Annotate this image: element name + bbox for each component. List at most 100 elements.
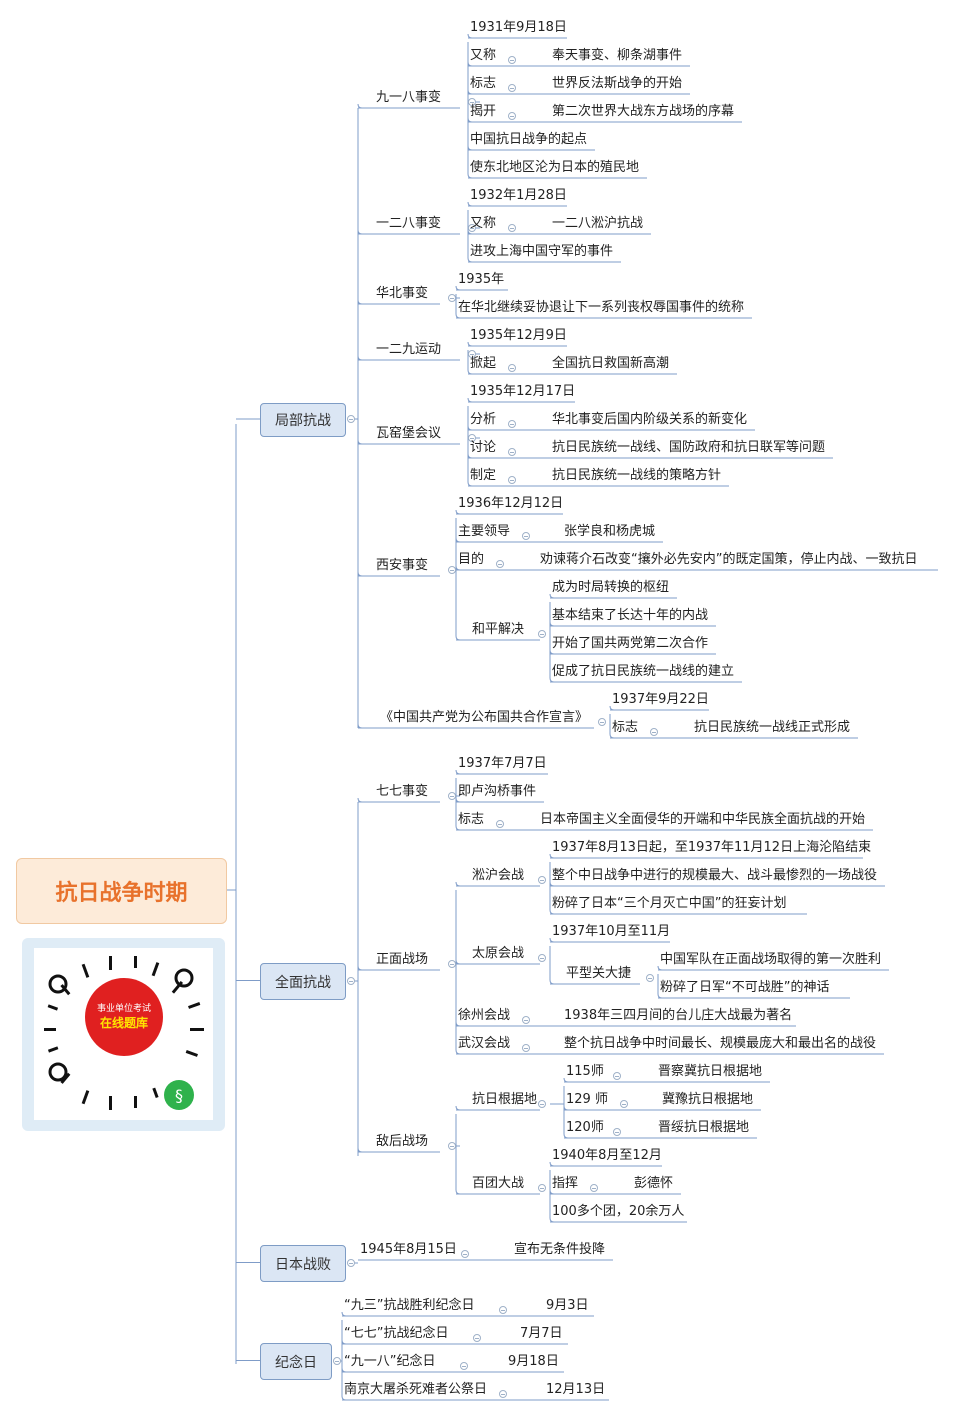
topic-jbs2_a_v[interactable]: 一二八淞沪抗战 <box>552 216 644 231</box>
collapse-toggle-icon[interactable] <box>333 1356 341 1365</box>
topic-jbs5[interactable]: 瓦窑堡会议 <box>376 426 442 441</box>
topic-jbs5_date[interactable]: 1935年12月17日 <box>470 384 576 399</box>
topic-jbs7_a_v[interactable]: 抗日民族统一战线正式形成 <box>694 720 851 735</box>
collapse-toggle-icon[interactable] <box>496 560 504 568</box>
topic-jbs6_a_v[interactable]: 张学良和杨虎城 <box>564 524 656 539</box>
topic-qm3_a_1_k[interactable]: 115师 <box>566 1064 604 1079</box>
collapse-toggle-icon[interactable] <box>538 1100 546 1108</box>
topic-jbs4_a_v[interactable]: 全国抗日救国新高潮 <box>552 356 670 371</box>
collapse-toggle-icon[interactable] <box>508 420 516 428</box>
topic-jbs1_a_v[interactable]: 奉天事变、柳条湖事件 <box>552 48 683 63</box>
collapse-toggle-icon[interactable] <box>590 1184 598 1192</box>
topic-qm2[interactable]: 正面战场 <box>376 952 429 967</box>
topic-rb_k[interactable]: 1945年8月15日 <box>360 1242 457 1257</box>
topic-qm3_b_3[interactable]: 100多个团，20余万人 <box>552 1204 685 1219</box>
topic-jbs6_b_k[interactable]: 目的 <box>458 552 485 567</box>
branch-memorial-days[interactable]: 纪念日 <box>260 1343 332 1380</box>
topic-rb_v[interactable]: 宣布无条件投降 <box>514 1242 606 1257</box>
topic-jn3_k[interactable]: “九一八”纪念日 <box>344 1354 436 1369</box>
topic-jbs6_c_4[interactable]: 促成了抗日民族统一战线的建立 <box>552 664 735 679</box>
topic-qm2_a_1[interactable]: 1937年8月13日起，至1937年11月12日上海沦陷结束 <box>552 840 872 855</box>
topic-jbs2[interactable]: 一二八事变 <box>376 216 442 231</box>
collapse-toggle-icon[interactable] <box>508 56 516 64</box>
topic-qm2_a_3[interactable]: 粉碎了日本“三个月灭亡中国”的狂妄计划 <box>552 896 787 911</box>
topic-qm3_b[interactable]: 百团大战 <box>472 1176 525 1191</box>
collapse-toggle-icon[interactable] <box>468 224 476 232</box>
topic-jbs6_c_1[interactable]: 成为时局转换的枢纽 <box>552 580 670 595</box>
topic-jbs3_a[interactable]: 在华北继续妥协退让下一系列丧权辱国事件的统称 <box>458 300 745 315</box>
topic-jbs1_b_k[interactable]: 标志 <box>470 76 497 91</box>
topic-jn1_v[interactable]: 9月3日 <box>546 1298 589 1313</box>
collapse-toggle-icon[interactable] <box>347 976 355 985</box>
topic-jbs5_c_k[interactable]: 制定 <box>470 468 497 483</box>
collapse-toggle-icon[interactable] <box>460 1362 468 1370</box>
collapse-toggle-icon[interactable] <box>538 876 546 884</box>
topic-jbs6_a_k[interactable]: 主要领导 <box>458 524 511 539</box>
collapse-toggle-icon[interactable] <box>468 434 476 442</box>
topic-qm2_c_v[interactable]: 1938年三四月间的台儿庄大战最为著名 <box>564 1008 793 1023</box>
topic-qm3_a[interactable]: 抗日根据地 <box>472 1092 538 1107</box>
topic-jbs7[interactable]: 《中国共产党为公布国共合作宣言》 <box>380 710 589 725</box>
collapse-toggle-icon[interactable] <box>499 1390 507 1398</box>
topic-jbs6_c_2[interactable]: 基本结束了长达十年的内战 <box>552 608 709 623</box>
topic-qm1_a[interactable]: 即卢沟桥事件 <box>458 784 537 799</box>
collapse-toggle-icon[interactable] <box>347 415 355 423</box>
collapse-toggle-icon[interactable] <box>538 630 546 638</box>
collapse-toggle-icon[interactable] <box>448 294 456 302</box>
collapse-toggle-icon[interactable] <box>508 84 516 92</box>
collapse-toggle-icon[interactable] <box>646 974 654 982</box>
collapse-toggle-icon[interactable] <box>650 728 658 736</box>
topic-qm3_b_1[interactable]: 1940年8月至12月 <box>552 1148 662 1163</box>
topic-jbs1_e[interactable]: 使东北地区沦为日本的殖民地 <box>470 160 640 175</box>
topic-jn2_v[interactable]: 7月7日 <box>520 1326 563 1341</box>
collapse-toggle-icon[interactable] <box>598 718 606 726</box>
topic-jbs4_date[interactable]: 1935年12月9日 <box>470 328 567 343</box>
branch-total-war[interactable]: 全面抗战 <box>260 963 346 1000</box>
collapse-toggle-icon[interactable] <box>496 820 504 828</box>
branch-local-war[interactable]: 局部抗战 <box>260 403 346 437</box>
collapse-toggle-icon[interactable] <box>448 1142 456 1150</box>
collapse-toggle-icon[interactable] <box>448 566 456 574</box>
topic-jbs4_a_k[interactable]: 掀起 <box>470 356 497 371</box>
collapse-toggle-icon[interactable] <box>468 98 476 106</box>
topic-jbs7_a_k[interactable]: 标志 <box>612 720 639 735</box>
topic-qm1[interactable]: 七七事变 <box>376 784 429 799</box>
topic-qm2_b_2_1[interactable]: 中国军队在正面战场取得的第一次胜利 <box>660 952 882 967</box>
topic-qm3_a_3_v[interactable]: 晋绥抗日根据地 <box>658 1120 750 1135</box>
collapse-toggle-icon[interactable] <box>613 1072 621 1080</box>
topic-jbs5_a_k[interactable]: 分析 <box>470 412 497 427</box>
topic-jn1_k[interactable]: “九三”抗战胜利纪念日 <box>344 1298 475 1313</box>
topic-qm2_a[interactable]: 淞沪会战 <box>472 868 525 883</box>
topic-qm3[interactable]: 敌后战场 <box>376 1134 429 1149</box>
topic-qm3_a_3_k[interactable]: 120师 <box>566 1120 604 1135</box>
topic-jbs2_a_k[interactable]: 又称 <box>470 216 497 231</box>
topic-jbs1[interactable]: 九一八事变 <box>376 90 442 105</box>
topic-jbs6[interactable]: 西安事变 <box>376 558 429 573</box>
topic-qm1_b_k[interactable]: 标志 <box>458 812 485 827</box>
topic-jbs3_date[interactable]: 1935年 <box>458 272 505 287</box>
topic-qm1_date[interactable]: 1937年7月7日 <box>458 756 547 771</box>
collapse-toggle-icon[interactable] <box>538 1184 546 1192</box>
topic-jbs5_c_v[interactable]: 抗日民族统一战线的策略方针 <box>552 468 722 483</box>
topic-qm2_b[interactable]: 太原会战 <box>472 946 525 961</box>
topic-jbs6_b_v[interactable]: 劝谏蒋介石改变“攘外必先安内”的既定国策，停止内战、一致抗日 <box>540 552 918 567</box>
collapse-toggle-icon[interactable] <box>522 1044 530 1052</box>
topic-qm1_b_v[interactable]: 日本帝国主义全面侵华的开端和中华民族全面抗战的开始 <box>540 812 866 827</box>
topic-jbs5_b_v[interactable]: 抗日民族统一战线、国防政府和抗日联军等问题 <box>552 440 826 455</box>
topic-qm3_a_2_k[interactable]: 129 师 <box>566 1092 608 1107</box>
topic-jbs6_date[interactable]: 1936年12月12日 <box>458 496 564 511</box>
topic-jbs2_b[interactable]: 进攻上海中国守军的事件 <box>470 244 614 259</box>
root-topic[interactable]: 抗日战争时期 <box>16 858 227 924</box>
topic-qm2_c[interactable]: 徐州会战 <box>458 1008 511 1023</box>
topic-jn4_k[interactable]: 南京大屠杀死难者公祭日 <box>344 1382 488 1397</box>
topic-qm2_d_v[interactable]: 整个抗日战争中时间最长、规模最庞大和最出名的战役 <box>564 1036 877 1051</box>
topic-qm2_b_1[interactable]: 1937年10月至11月 <box>552 924 671 939</box>
topic-qm3_b_2_k[interactable]: 指挥 <box>552 1176 579 1191</box>
topic-jbs6_c_3[interactable]: 开始了国共两党第二次合作 <box>552 636 709 651</box>
topic-jn4_v[interactable]: 12月13日 <box>546 1382 606 1397</box>
topic-jbs1_d[interactable]: 中国抗日战争的起点 <box>470 132 588 147</box>
topic-jn2_k[interactable]: “七七”抗战纪念日 <box>344 1326 449 1341</box>
topic-qm2_a_2[interactable]: 整个中日战争中进行的规模最大、战斗最惨烈的一场战役 <box>552 868 878 883</box>
topic-jbs7_date[interactable]: 1937年9月22日 <box>612 692 709 707</box>
topic-jbs2_date[interactable]: 1932年1月28日 <box>470 188 567 203</box>
